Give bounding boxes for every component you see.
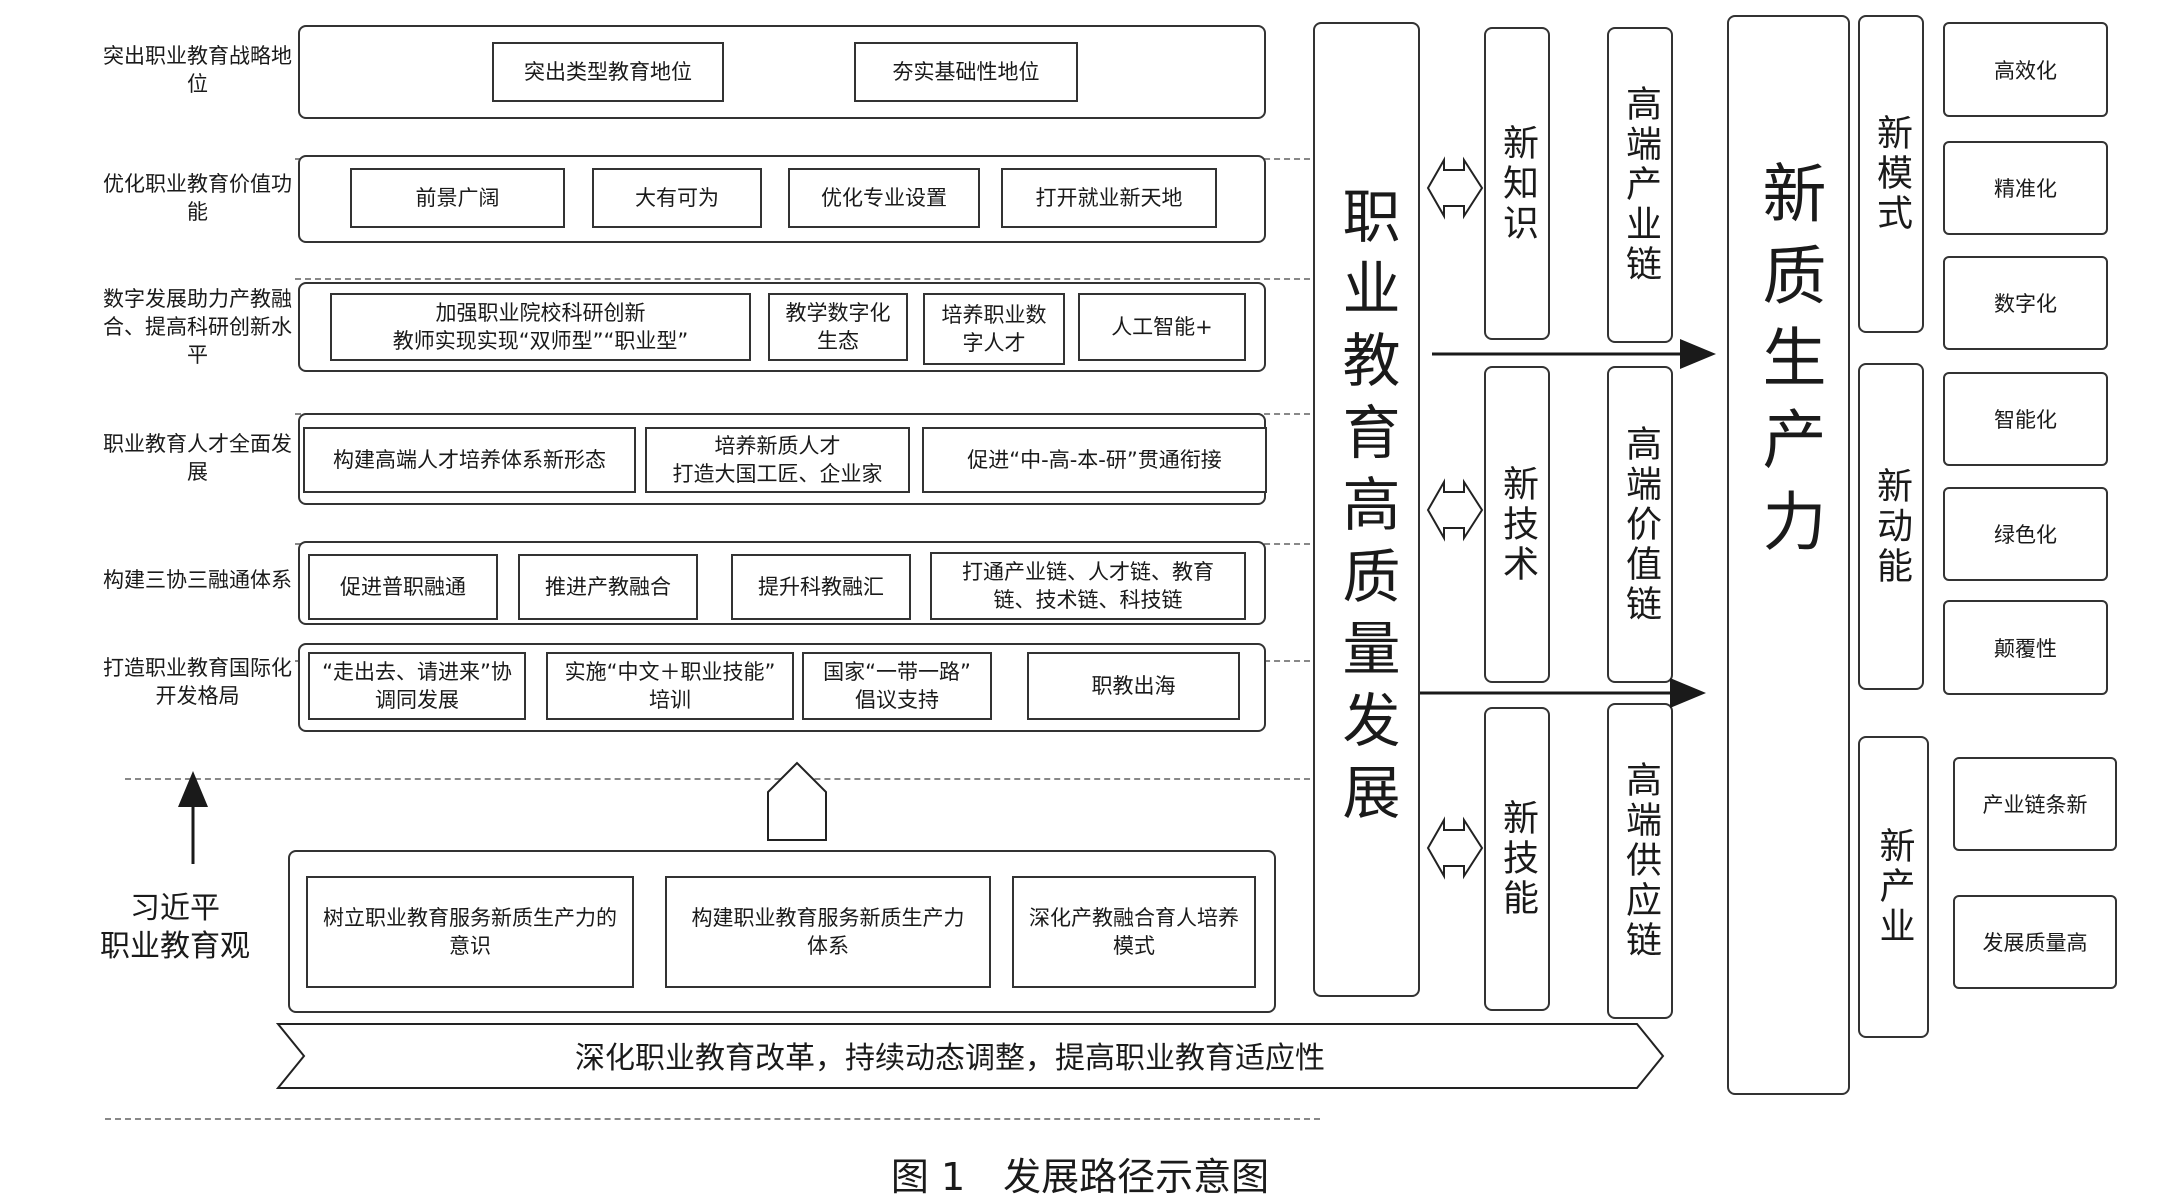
row-item: 促进“中-高-本-研”贯通衔接 (922, 427, 1267, 493)
productivity-box: 新质生产力 (1727, 15, 1850, 1095)
foundation-item: 深化产教融合育人培养 模式 (1012, 876, 1256, 988)
center-title-box: 职业教育高质量发展 (1313, 22, 1420, 997)
pentagon-arrow-shape (767, 761, 827, 841)
new-item-label: 新技能 (1497, 799, 1538, 919)
group-item: 高效化 (1943, 22, 2108, 117)
group-item: 精准化 (1943, 141, 2108, 235)
row-item: 大有可为 (592, 168, 762, 228)
group-item: 发展质量高 (1953, 895, 2117, 989)
group-item: 智能化 (1943, 372, 2108, 466)
row-item: 培养新质人才 打造大国工匠、企业家 (645, 427, 910, 493)
new-technology-box: 新技术 (1484, 366, 1550, 683)
row-item: 前景广阔 (350, 168, 565, 228)
row-item: 构建高端人才培养体系新形态 (303, 427, 636, 493)
double-arrow-icon (1426, 816, 1484, 880)
new-skills-box: 新技能 (1484, 707, 1550, 1011)
row-item: 突出类型教育地位 (492, 42, 724, 102)
row-item: 推进产教融合 (518, 554, 698, 620)
supply-chain-box: 高端供应链 (1607, 703, 1673, 1019)
separator-line (125, 778, 1320, 780)
foundation-item: 构建职业教育服务新质生产力 体系 (665, 876, 991, 988)
chain-label: 高端价值链 (1620, 424, 1661, 625)
separator-line (295, 278, 1320, 280)
row-item: 国家“一带一路” 倡议支持 (802, 652, 992, 720)
row-item: 人工智能+ (1078, 293, 1246, 361)
row-panel (298, 25, 1266, 119)
new-item-label: 新知识 (1497, 123, 1538, 244)
row-label: 数字发展助力产教融合、提高科研创新水平 (103, 287, 292, 367)
new-momentum-box: 新动能 (1858, 363, 1924, 690)
value-chain-box: 高端价值链 (1607, 366, 1673, 683)
figure-caption: 图 1 发展路径示意图 (890, 1154, 1270, 1199)
new-mode-box: 新模式 (1858, 15, 1924, 333)
group-item: 产业链条新 (1953, 757, 2117, 851)
row-label: 职业教育人才全面发展 (103, 432, 292, 484)
row-item: 加强职业院校科研创新 教师实现实现“双师型”“职业型” (330, 293, 751, 361)
industry-chain-box: 高端产业链 (1607, 27, 1673, 343)
row-item: 实施“中文＋职业技能” 培训 (546, 652, 794, 720)
reform-banner: 深化职业教育改革，持续动态调整，提高职业教育适应性 (575, 1041, 1325, 1076)
foundation-item: 树立职业教育服务新质生产力的 意识 (306, 876, 634, 988)
row-item: 教学数字化 生态 (768, 293, 908, 361)
new-industry-box: 新产业 (1858, 736, 1929, 1038)
chain-label: 高端供应链 (1620, 761, 1661, 961)
group-item: 数字化 (1943, 256, 2108, 350)
separator-line (105, 1118, 1320, 1120)
productivity-title: 新质生产力 (1751, 160, 1826, 570)
new-item-label: 新技术 (1497, 464, 1538, 585)
row-item: 促进普职融通 (308, 554, 498, 620)
row-label: 打造职业教育国际化开发格局 (103, 656, 292, 708)
double-arrow-icon (1426, 156, 1484, 220)
center-title: 职业教育高质量发展 (1332, 185, 1401, 834)
group-item: 颠覆性 (1943, 600, 2108, 695)
double-arrow-icon (1426, 478, 1484, 542)
row-item: 职教出海 (1027, 652, 1240, 720)
row-label: 突出职业教育战略地位 (103, 44, 292, 96)
row-item: “走出去、请进来”协 调同发展 (308, 652, 526, 720)
row-item: 提升科教融汇 (731, 554, 911, 620)
new-knowledge-box: 新知识 (1484, 27, 1550, 340)
row-item: 打通产业链、人才链、教育 链、技术链、科技链 (930, 552, 1246, 620)
row-item: 优化专业设置 (788, 168, 980, 228)
group-label: 新模式 (1871, 114, 1912, 234)
row-label: 优化职业教育价值功能 (103, 172, 292, 224)
row-item: 培养职业数 字人才 (923, 293, 1065, 365)
row-item: 夯实基础性地位 (854, 42, 1078, 102)
row-label: 构建三协三融通体系 (103, 568, 292, 592)
row-item: 打开就业新天地 (1001, 168, 1217, 228)
group-label: 新产业 (1873, 827, 1915, 947)
group-label: 新动能 (1871, 466, 1912, 587)
banner-arrow-shape (275, 1023, 1665, 1089)
chain-label: 高端产业链 (1620, 85, 1661, 285)
foundation-label: 习近平 职业教育观 (100, 891, 250, 964)
group-item: 绿色化 (1943, 487, 2108, 581)
